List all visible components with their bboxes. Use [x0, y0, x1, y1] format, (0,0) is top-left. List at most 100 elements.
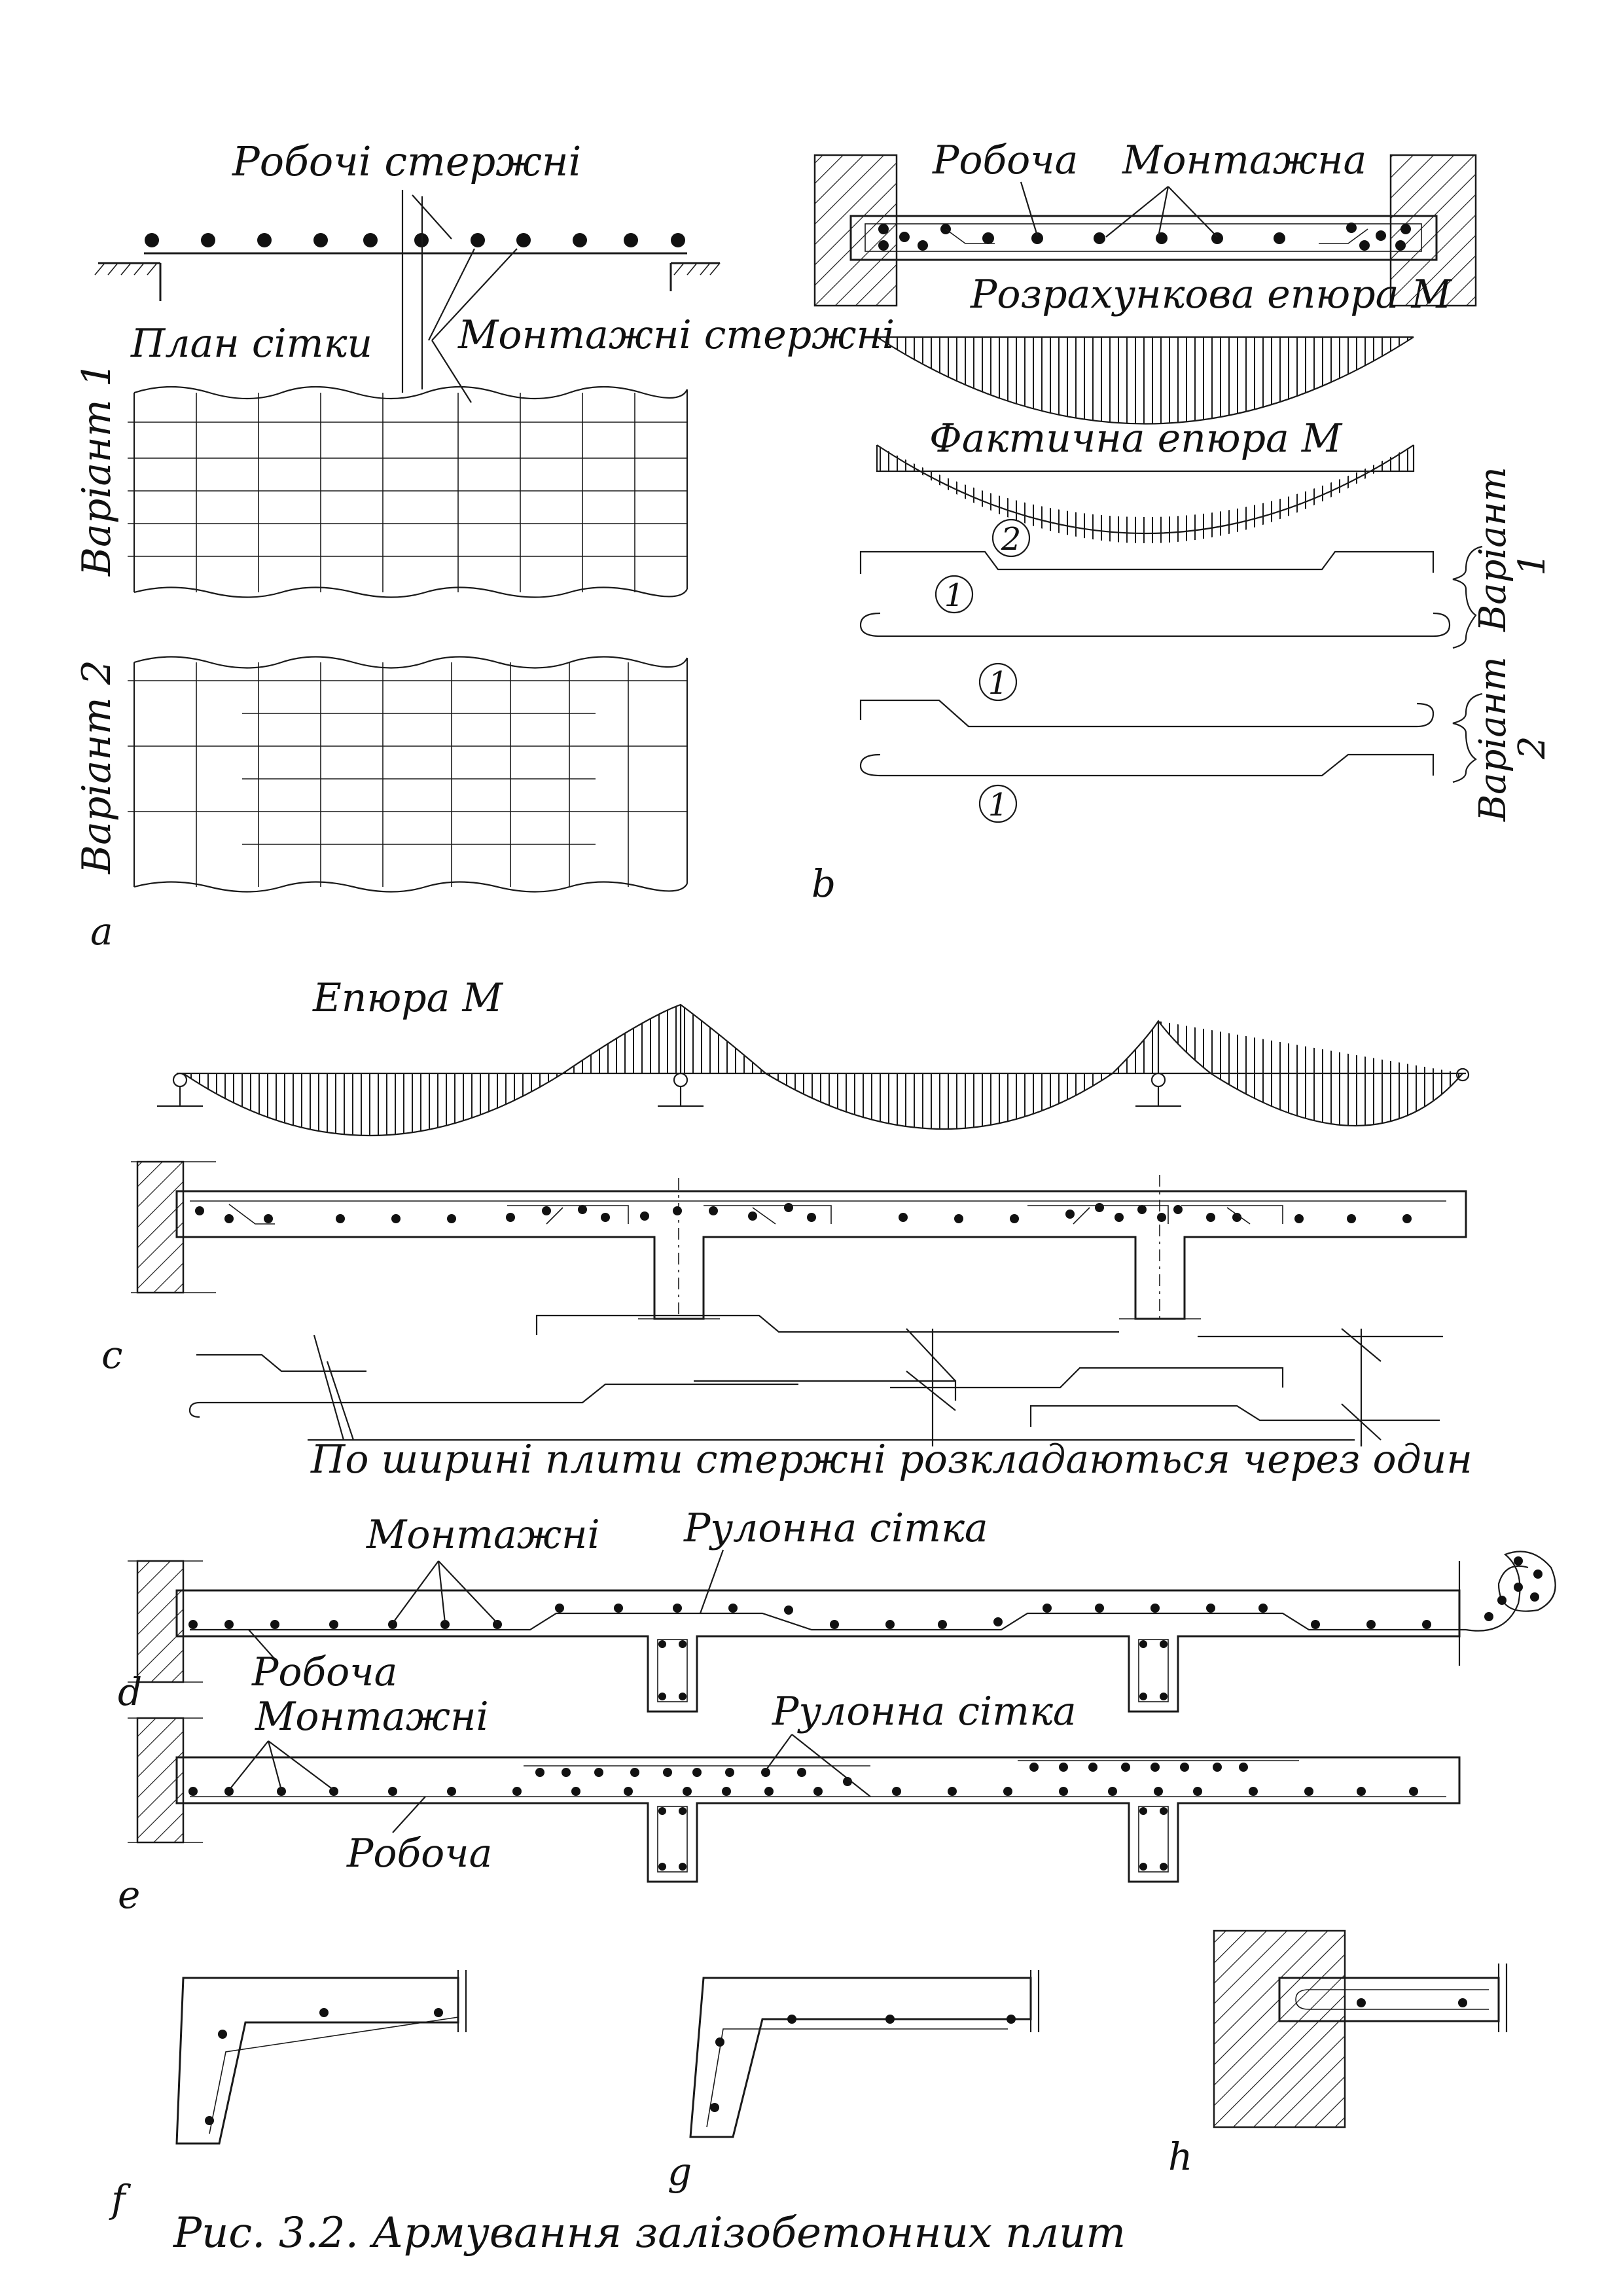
- variant-1-word: Варіант: [1472, 467, 1514, 632]
- leader: [392, 1560, 439, 1624]
- panel-f: f: [109, 1970, 467, 2221]
- working-label-e: Робоча: [346, 1831, 492, 1876]
- slab-edge-f: [175, 1977, 459, 2145]
- panel-d: Монтажні Рулонна сітка: [118, 1505, 1556, 1714]
- variant-2-brace: [1452, 692, 1483, 783]
- calc-diagram-label: Розрахункова епюра М: [970, 272, 1453, 317]
- variant-1-number: 1: [1511, 552, 1554, 576]
- moment-diagram-label: Епюра М: [312, 975, 504, 1021]
- slab-edge-g: [689, 1977, 1032, 2138]
- panel-g-letter: g: [668, 2149, 692, 2194]
- svg-text:1: 1: [944, 577, 965, 614]
- bent-bars-c: [228, 1204, 1283, 1225]
- moment-curve: [183, 1003, 1463, 1137]
- bar-f: [209, 2017, 459, 2134]
- leader: [765, 1734, 793, 1771]
- panel-h-letter: h: [1168, 2134, 1192, 2179]
- rolled-mesh-line-d: [190, 1612, 1466, 1631]
- ribbed-slab-outline: [175, 1190, 1467, 1320]
- actual-diagram-label: Фактична епюра М: [929, 416, 1343, 461]
- figure-caption: Рис. 3.2. Армування залізобетонних плит: [173, 2209, 1126, 2257]
- leader: [791, 1734, 871, 1797]
- mesh-plan-label: План сітки: [130, 321, 372, 367]
- variant-1-brace: [1452, 545, 1483, 649]
- panel-g: g: [668, 1970, 1040, 2194]
- rib-cages-d: [657, 1639, 1169, 1702]
- bar-g: [706, 2028, 1008, 2128]
- panel-f-letter: f: [109, 2177, 132, 2221]
- working-bars-label: Робочі стержні: [232, 137, 581, 185]
- moment-span1-fill: [183, 1005, 681, 1136]
- section-bars: [878, 223, 1411, 251]
- variant-2-label: Варіант 2: [74, 660, 120, 874]
- bars-variant-1: [859, 550, 1451, 637]
- wall-h: [1213, 1929, 1346, 2128]
- actual-moment-diagram-fill: [877, 445, 1414, 543]
- actual-moment-diagram: [876, 444, 1415, 534]
- bar-mark-1a: 1: [935, 575, 974, 614]
- bar-mark-1b: 1: [978, 662, 1018, 702]
- leader: [438, 1560, 498, 1624]
- mesh-variant-2: [128, 656, 688, 893]
- bent-bar-left: [945, 228, 995, 244]
- svg-text:1: 1: [988, 787, 1008, 823]
- leader: [1157, 186, 1169, 238]
- leader: [1105, 186, 1169, 238]
- assembly-bars-label: Монтажні стержні: [457, 312, 895, 358]
- panel-c-letter: c: [101, 1333, 122, 1377]
- bar-layout-note: По ширині плити стержні розкладаються че…: [310, 1437, 1472, 1482]
- staggered-bars: [188, 1314, 1443, 1446]
- leader: [268, 1740, 334, 1791]
- leader: [1020, 181, 1039, 236]
- variant-2-number: 2: [1511, 736, 1554, 760]
- right-support: [669, 262, 721, 291]
- variant-1-label: Варіант 1: [74, 362, 120, 577]
- panel-a: Робочі стержні: [74, 137, 895, 954]
- moment-span2-fill: [681, 1005, 1158, 1129]
- leader: [437, 1560, 446, 1624]
- ribbed-slab-e: [175, 1756, 1461, 1883]
- calc-moment-diagram: [876, 336, 1414, 425]
- panel-h: h: [1168, 1929, 1508, 2179]
- bar-outline: [865, 223, 1422, 252]
- mesh-variant-1: [128, 386, 688, 598]
- assembly-label-d: Монтажні: [366, 1512, 600, 1558]
- panel-d-letter: d: [118, 1670, 142, 1714]
- leader: [248, 1629, 276, 1660]
- rib-cages-e: [657, 1806, 1169, 1873]
- bars-variant-2: [859, 699, 1435, 777]
- panel-c: Епюра М: [101, 975, 1472, 1482]
- assembly-bar-label: Монтажна: [1122, 137, 1366, 183]
- bars-e: [188, 1763, 1418, 1796]
- leader: [1168, 186, 1218, 238]
- panel-b: Робоча Монтажна Розрахункова епюра М Фак…: [812, 137, 1554, 906]
- rolled-mesh-roll: [1465, 1551, 1556, 1632]
- panel-e: Монтажні Рулонна сітка: [118, 1689, 1461, 1917]
- panel-a-letter: a: [90, 909, 113, 954]
- bar-mark-2: 2: [991, 518, 1031, 558]
- bar-h: [1295, 1989, 1489, 2010]
- panel-e-letter: e: [118, 1873, 140, 1917]
- calc-moment-diagram-fill: [877, 337, 1414, 424]
- panel-b-letter: b: [812, 861, 836, 906]
- bar-mark-1c: 1: [978, 784, 1018, 823]
- leader: [392, 1796, 426, 1833]
- beam-supports: [157, 1067, 1470, 1107]
- rolled-mesh-label-e: Рулонна сітка: [772, 1689, 1077, 1734]
- working-label-d: Робоча: [251, 1649, 397, 1695]
- assembly-label-e: Монтажні: [255, 1694, 489, 1740]
- slab-section: [849, 215, 1438, 261]
- leader: [228, 1740, 269, 1791]
- working-bar-label: Робоча: [932, 137, 1078, 183]
- leader-lines: [401, 190, 518, 403]
- leader: [699, 1549, 724, 1614]
- bar-mark-2-text: 2: [1001, 521, 1022, 558]
- slab-bars-c: [195, 1203, 1412, 1223]
- working-bar-dots: [145, 233, 685, 247]
- leader: [267, 1740, 283, 1791]
- left-support: [94, 262, 162, 301]
- svg-text:1: 1: [988, 665, 1008, 702]
- variant-2-word: Варіант: [1472, 656, 1514, 822]
- bent-bar-right: [1319, 228, 1368, 244]
